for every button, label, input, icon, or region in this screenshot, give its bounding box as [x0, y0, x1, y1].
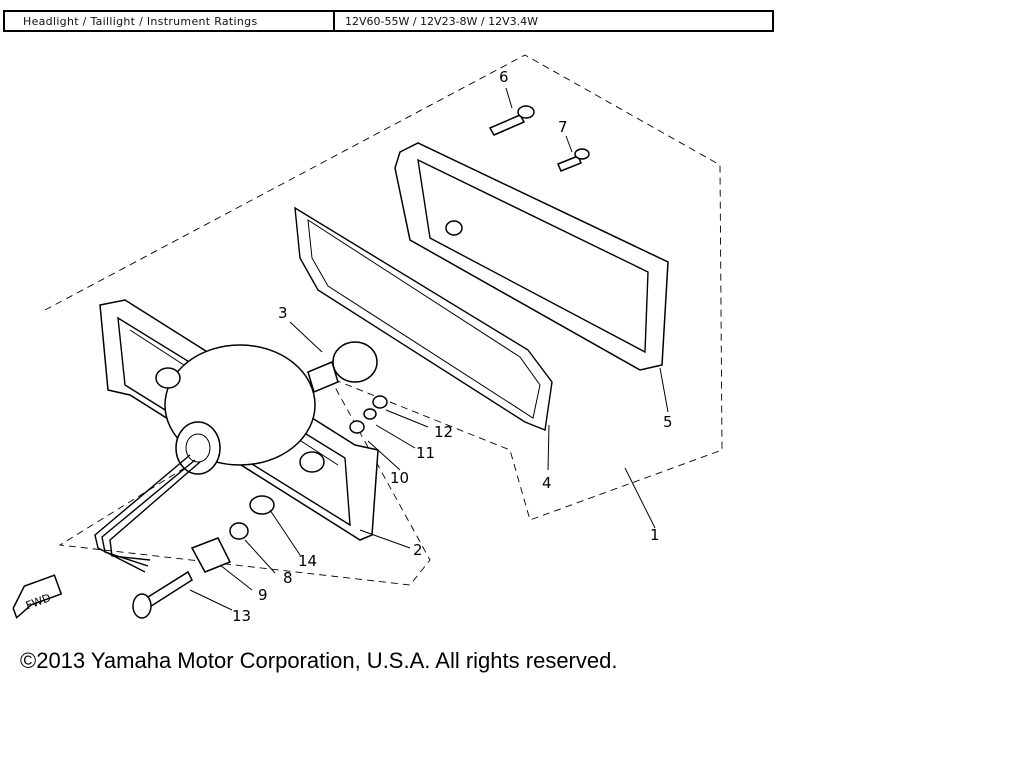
adjuster-assembly	[132, 495, 275, 619]
screw-long	[488, 105, 535, 136]
callout-2: 2	[413, 541, 423, 559]
callout-4: 4	[542, 474, 552, 492]
callout-1: 1	[650, 526, 660, 544]
fwd-arrow-icon: FWD	[12, 574, 63, 619]
bulb	[307, 341, 378, 394]
screw-short	[557, 148, 590, 172]
callout-13: 13	[232, 607, 251, 625]
wiring-harness	[94, 454, 201, 573]
lens-gasket	[294, 206, 553, 431]
callout-9: 9	[258, 586, 268, 604]
ratings-header-bar: Headlight / Taillight / Instrument Ratin…	[3, 10, 774, 32]
headlight-housing	[99, 299, 379, 541]
callout-3: 3	[278, 304, 288, 322]
callout-11: 11	[416, 444, 435, 462]
leader-lines	[189, 87, 669, 611]
callout-12: 12	[434, 423, 453, 441]
ratings-value: 12V60-55W / 12V23-8W / 12V3.4W	[345, 14, 539, 28]
callout-6: 6	[499, 68, 509, 86]
lens-rim	[394, 142, 669, 371]
callout-7: 7	[558, 118, 568, 136]
ratings-label: Headlight / Taillight / Instrument Ratin…	[5, 12, 335, 30]
callout-14: 14	[298, 552, 317, 570]
callout-10: 10	[390, 469, 409, 487]
callout-5: 5	[663, 413, 673, 431]
copyright-notice: ©2013 Yamaha Motor Corporation, U.S.A. A…	[20, 648, 618, 673]
exploded-parts-diagram: 1 2 3 4 5 6 7 8 9 10 11 12 13 14 FWD	[12, 54, 723, 625]
small-hardware	[349, 395, 388, 434]
callout-8: 8	[283, 569, 293, 587]
